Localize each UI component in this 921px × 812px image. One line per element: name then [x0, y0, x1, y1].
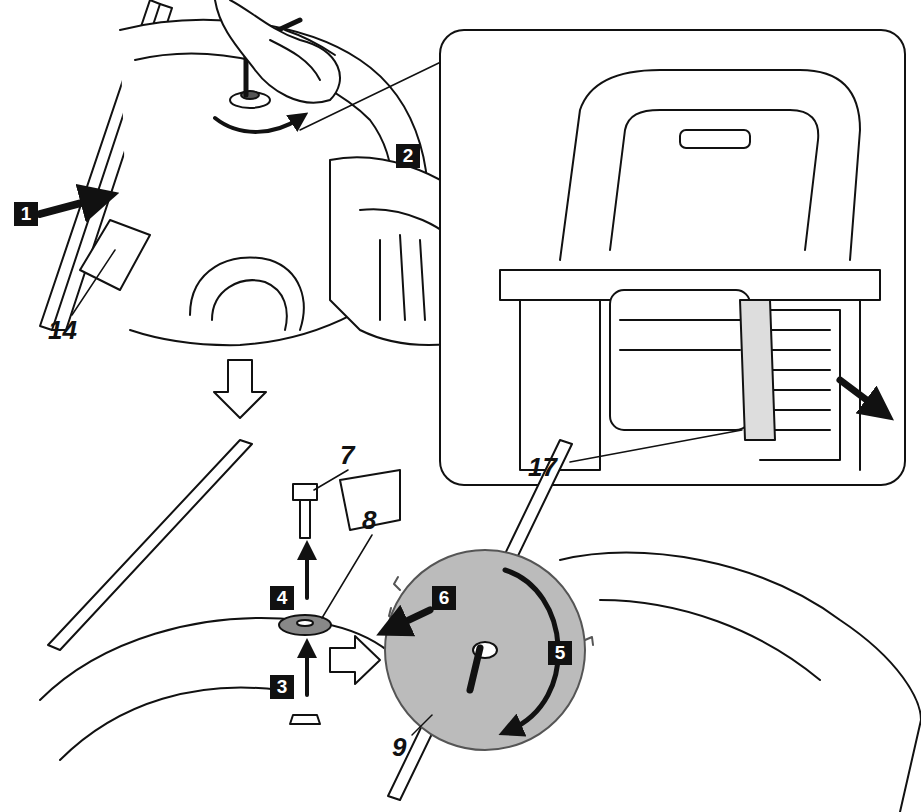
step-number-box: 3: [270, 675, 294, 699]
callout-number: 7: [340, 440, 354, 471]
step-number-box: 5: [548, 641, 572, 665]
inset-view: [440, 30, 905, 485]
step-number-box: 4: [270, 586, 294, 610]
callout-number: 14: [48, 315, 77, 346]
callout-number: 9: [392, 732, 406, 763]
callout-number: 17: [528, 452, 557, 483]
sequence-arrow: [330, 636, 380, 684]
step-number: 4: [277, 587, 288, 609]
spindle-view: [40, 440, 420, 760]
step-number: 1: [21, 203, 32, 225]
sequence-arrow: [214, 360, 266, 418]
step-number: 5: [555, 642, 566, 664]
step-number-box: 2: [396, 144, 420, 168]
step-number-box: 6: [432, 586, 456, 610]
callout-number: 8: [362, 505, 376, 536]
step-number: 3: [277, 676, 288, 698]
step-number: 6: [439, 587, 450, 609]
saw-top-view: [40, 0, 508, 345]
step-number-box: 1: [14, 202, 38, 226]
blade-view: [385, 440, 921, 812]
step-number: 2: [403, 145, 414, 167]
